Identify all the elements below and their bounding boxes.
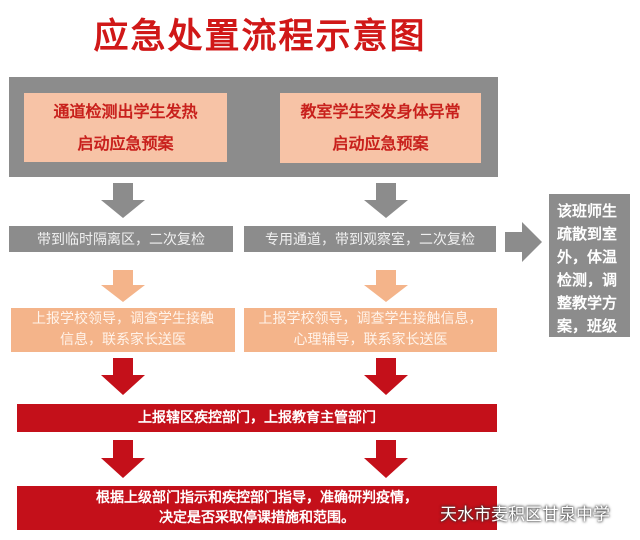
report-left-line2: 信息，联系家长送医 [60, 332, 186, 348]
start-right-line1: 教室学生突发身体异常 [300, 102, 461, 121]
start-box-abnormal: 教室学生突发身体异常 启动应急预案 [280, 93, 481, 163]
step-report-left: 上报学校领导，调查学生接触 信息，联系家长送医 [11, 308, 235, 352]
start-box-fever: 通道检测出学生发热 启动应急预案 [24, 93, 227, 162]
step-isolation: 带到临时隔离区，二次复检 [9, 226, 233, 252]
report-left-line1: 上报学校领导，调查学生接触 [32, 311, 214, 327]
side-note: 该班师生疏散到室外，体温检测，调整教学方案，班级全面消毒 [549, 194, 630, 358]
step-observation: 专用通道，带到观察室，二次复检 [244, 226, 496, 252]
step-report-authorities: 上报辖区疾控部门，上报教育主管部门 [17, 404, 497, 432]
arrow-down-salmon-right-icon [364, 270, 408, 302]
report-right-line1: 上报学校领导，调查学生接触信息， [258, 311, 483, 327]
decision-line2: 决定是否采取停课措施和范围。 [159, 510, 355, 526]
decision-line1: 根据上级部门指示和疾控部门指导，准确研判疫情， [96, 490, 418, 506]
step-decision: 根据上级部门指示和疾控部门指导，准确研判疫情， 决定是否采取停课措施和范围。 [17, 486, 497, 530]
start-left-line1: 通道检测出学生发热 [53, 101, 198, 121]
arrow-down-gray-left-icon [101, 183, 145, 218]
start-right-line2: 启动应急预案 [332, 134, 429, 153]
arrow-down-red-left2-icon [101, 440, 145, 478]
start-left-line2: 启动应急预案 [77, 133, 174, 153]
step-report-right: 上报学校领导，调查学生接触信息， 心理辅导，联系家长送医 [244, 308, 497, 352]
arrow-down-red-right2-icon [364, 440, 408, 478]
arrow-down-red-right-icon [364, 358, 408, 395]
page-title: 应急处置流程示意图 [93, 17, 427, 57]
report-right-line2: 心理辅导，联系家长送医 [293, 332, 448, 348]
arrow-down-gray-right-icon [364, 183, 408, 218]
arrow-down-red-left-icon [101, 358, 145, 395]
arrow-down-salmon-left-icon [101, 270, 145, 302]
arrow-right-gray-icon [505, 222, 542, 262]
watermark: 天水市麦积区甘泉中学 [440, 505, 610, 525]
